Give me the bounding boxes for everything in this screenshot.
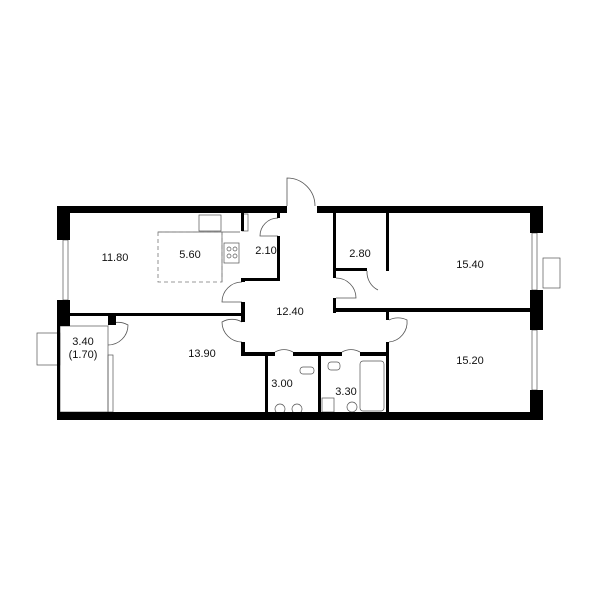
sink-icon bbox=[198, 214, 222, 232]
toilet-icon bbox=[299, 366, 315, 375]
bathroom-1-door bbox=[274, 349, 294, 353]
storage-2-door bbox=[366, 270, 379, 291]
room-area-bedroom-1: 15.40 bbox=[456, 259, 484, 271]
room-area-bathroom-2: 3.30 bbox=[335, 386, 356, 398]
bedroom-1-door bbox=[335, 277, 357, 299]
kitchen-zone bbox=[157, 231, 223, 283]
room-area-bathroom-1: 3.00 bbox=[271, 378, 292, 390]
room-area-bedroom-3: 15.20 bbox=[456, 355, 484, 367]
room-area-balcony-reduced: (1.70) bbox=[69, 349, 98, 361]
room-area-kitchen: 5.60 bbox=[179, 249, 200, 261]
kitchen-door bbox=[221, 281, 243, 303]
bedroom-2-door bbox=[221, 318, 243, 343]
walls bbox=[57, 206, 543, 420]
balcony-ledge-left bbox=[36, 332, 61, 366]
toilet-icon bbox=[327, 361, 341, 371]
bathroom-2-door bbox=[341, 349, 361, 353]
balcony-door bbox=[107, 321, 129, 346]
room-area-balcony: 3.40 bbox=[72, 336, 93, 348]
room-area-storage-1: 2.10 bbox=[255, 245, 276, 257]
storage-door bbox=[259, 217, 279, 237]
room-area-storage-2: 2.80 bbox=[349, 248, 370, 260]
room-area-bedroom-2: 13.90 bbox=[188, 348, 216, 360]
room-area-living: 11.80 bbox=[102, 252, 129, 264]
stove-icon bbox=[223, 242, 240, 264]
window-ledge-right bbox=[542, 257, 561, 289]
bathtub-icon bbox=[359, 360, 385, 412]
bedroom-3-door bbox=[388, 317, 408, 343]
room-labels: 11.80 5.60 2.10 2.80 15.40 12.40 13.90 1… bbox=[69, 245, 484, 398]
sink-icon bbox=[346, 401, 358, 413]
doors bbox=[107, 177, 408, 353]
room-area-hall: 12.40 bbox=[276, 306, 304, 318]
entrance-door bbox=[286, 177, 316, 207]
